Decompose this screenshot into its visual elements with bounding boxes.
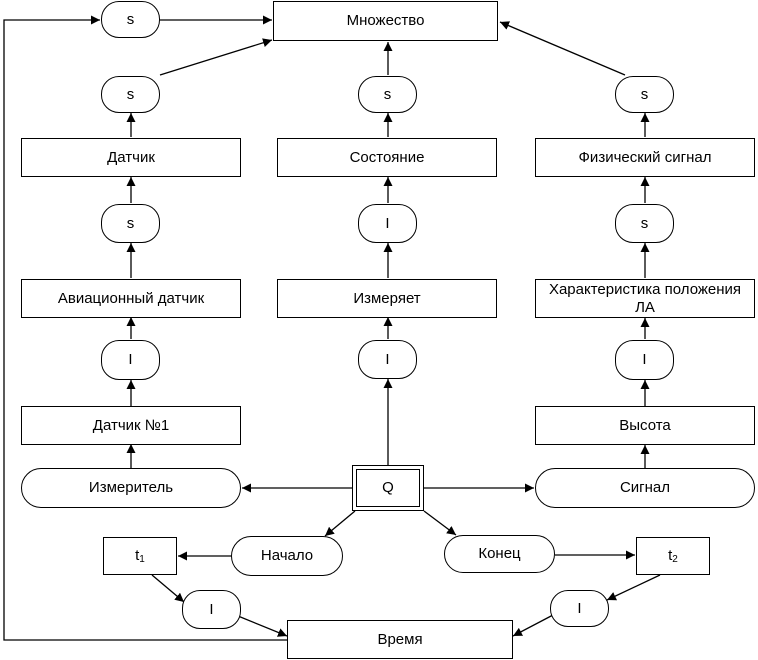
node-q-label: Q — [356, 469, 420, 507]
node-t1-subscript: 1 — [139, 554, 145, 565]
node-t2-subscript: 2 — [672, 554, 678, 565]
node-izmeryaet: Измеряет — [277, 279, 497, 318]
node-izmeritel: Измеритель — [21, 468, 241, 508]
relation-s-top-left: s — [101, 1, 160, 38]
node-sostoyanie: Состояние — [277, 138, 497, 177]
node-vysota: Высота — [535, 406, 755, 445]
relation-i-bottom-right: I — [550, 590, 609, 627]
relation-i-middle-2: I — [358, 340, 417, 379]
relation-s-left-2: s — [101, 204, 160, 243]
relation-i-middle: I — [358, 204, 417, 243]
node-datchik: Датчик — [21, 138, 241, 177]
node-mnozhestvo: Множество — [273, 1, 498, 41]
node-avia-datchik: Авиационный датчик — [21, 279, 241, 318]
node-t2-base: t — [668, 547, 673, 564]
node-t1-base: t — [135, 547, 140, 564]
node-nachalo: Начало — [231, 536, 343, 576]
relation-s-right: s — [615, 76, 674, 113]
relation-s-middle: s — [358, 76, 417, 113]
node-signal: Сигнал — [535, 468, 755, 508]
node-vremya: Время — [287, 620, 513, 659]
node-datchik-1: Датчик №1 — [21, 406, 241, 445]
node-fiz-signal: Физический сигнал — [535, 138, 755, 177]
relation-i-bottom-left: I — [182, 590, 241, 629]
relation-i-right: I — [615, 340, 674, 380]
node-konec: Конец — [444, 535, 555, 573]
relation-s-left: s — [101, 76, 160, 113]
relation-i-left: I — [101, 340, 160, 380]
node-harakteristika: Характеристика положения ЛА — [535, 279, 755, 318]
relation-s-right-2: s — [615, 204, 674, 243]
node-q: Q — [352, 465, 424, 511]
